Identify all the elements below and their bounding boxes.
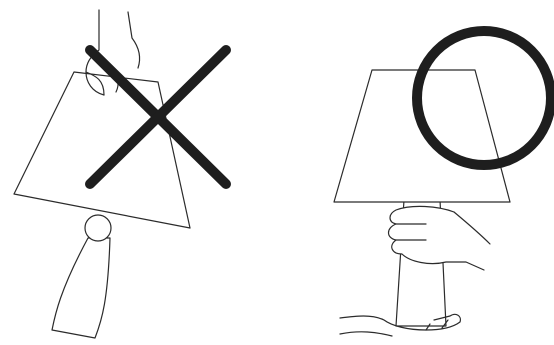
hand-gripping-base [389,206,491,270]
hand-supporting-bottom [340,314,460,336]
lamp-base-tilted [52,215,111,338]
lamp-shade-tilted [14,72,190,228]
panel-wrong-lift-by-shade [14,10,226,338]
panel-right-lift-by-base [334,31,551,336]
